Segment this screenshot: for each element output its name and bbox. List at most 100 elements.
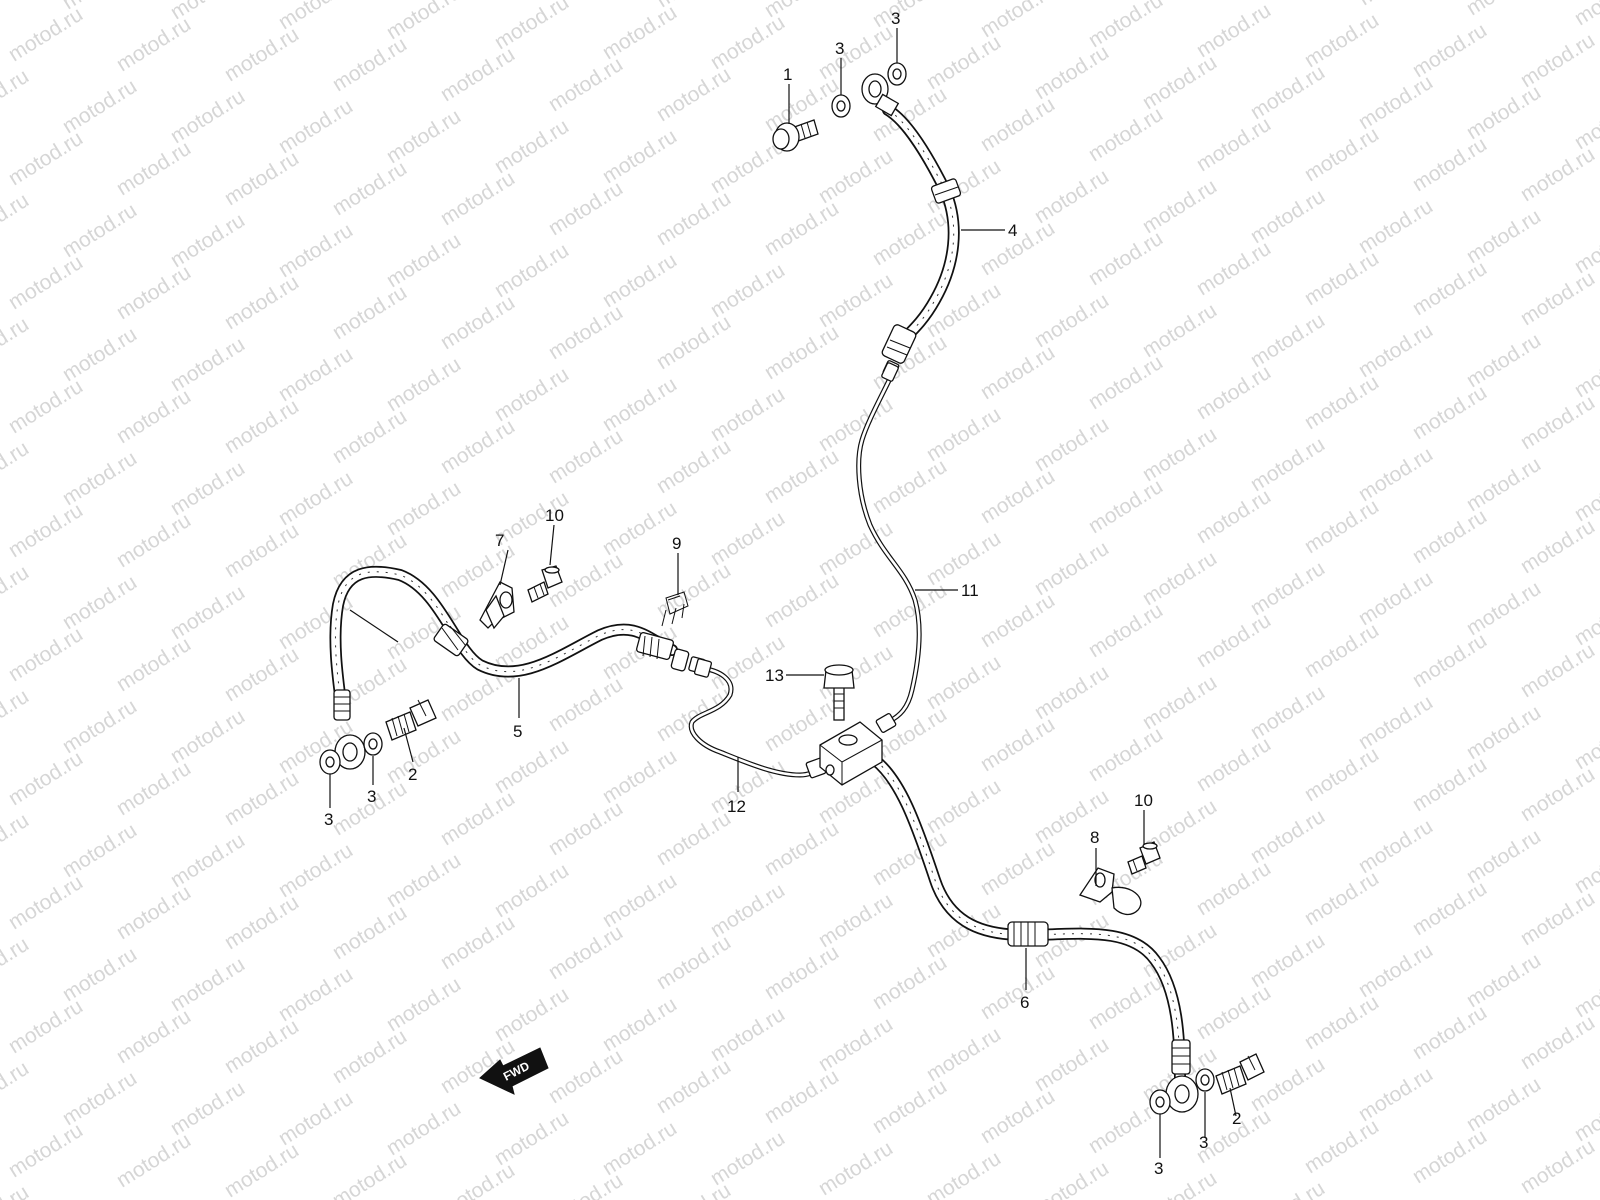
- watermark-text: motod.ru: [1300, 619, 1382, 682]
- watermark-text: motod.ru: [4, 127, 86, 190]
- watermark-text: motod.ru: [328, 901, 410, 964]
- callout-3f: 3: [1154, 1159, 1163, 1178]
- pipe-flare-nut-lower: [875, 713, 897, 733]
- watermark-text: motod.ru: [1516, 763, 1598, 826]
- watermark-text: motod.ru: [112, 757, 194, 820]
- brake-pipe-11: [856, 365, 922, 725]
- watermark-text: motod.ru: [0, 65, 33, 128]
- watermark-text: motod.ru: [544, 673, 626, 736]
- watermark-text: motod.ru: [868, 207, 950, 270]
- union-bolt-right: [1215, 1053, 1265, 1095]
- watermark-text: motod.ru: [1300, 123, 1382, 186]
- union-bolt-1: [772, 119, 819, 152]
- watermark-text: motod.ru: [760, 1065, 842, 1128]
- watermark-text: motod.ru: [328, 33, 410, 96]
- watermark-text: motod.ru: [4, 995, 86, 1058]
- leader-lines: [329, 28, 1237, 1158]
- watermark-text: motod.ru: [1516, 515, 1598, 578]
- pipe-12-flare-nut-left: [693, 658, 713, 678]
- watermark-text: motod.ru: [0, 1181, 33, 1200]
- callout-7: 7: [495, 531, 504, 550]
- watermark-text: motod.ru: [0, 1057, 33, 1120]
- callout-3a: 3: [835, 39, 844, 58]
- watermark-text: motod.ru: [328, 281, 410, 344]
- watermark-text: motod.ru: [220, 271, 302, 334]
- watermark-text: motod.ru: [112, 261, 194, 324]
- watermark-text: motod.ru: [1408, 1001, 1490, 1064]
- watermark-text: motod.ru: [814, 1137, 896, 1200]
- brake-pipe-12: [688, 665, 823, 778]
- banjo-fitting-upper: [861, 73, 900, 117]
- callout-4: 4: [1008, 221, 1017, 240]
- callout-1: 1: [783, 65, 792, 84]
- watermark-text: motod.ru: [112, 13, 194, 76]
- watermark-text: motod.ru: [976, 465, 1058, 528]
- watermark-text: motod.ru: [544, 177, 626, 240]
- watermark-text: motod.ru: [544, 301, 626, 364]
- callout-3c: 3: [367, 787, 376, 806]
- watermark-text: motod.ru: [1408, 877, 1490, 940]
- watermark-text: motod.ru: [652, 435, 734, 498]
- watermark-text: motod.ru: [652, 1179, 734, 1200]
- watermark-text: motod.ru: [0, 189, 33, 252]
- watermark-text: motod.ru: [1516, 391, 1598, 454]
- watermark-text: motod.ru: [1084, 103, 1166, 166]
- watermark-text: motod.ru: [1246, 1177, 1328, 1200]
- watermark-text: motod.ru: [0, 933, 33, 996]
- watermark-text: motod.ru: [1192, 981, 1274, 1044]
- hose-clamp-7: [479, 581, 515, 630]
- callout-8: 8: [1090, 828, 1099, 847]
- watermark-text: motod.ru: [436, 1159, 518, 1200]
- watermark-text: motod.ru: [868, 951, 950, 1014]
- callout-13: 13: [765, 666, 784, 685]
- callout-5: 5: [513, 722, 522, 741]
- watermark-text: motod.ru: [1084, 227, 1166, 290]
- joint-bolt-13: [823, 664, 855, 721]
- callout-6: 6: [1020, 993, 1029, 1012]
- callout-2a: 2: [408, 765, 417, 784]
- watermark-text: motod.ru: [328, 405, 410, 468]
- watermark-text: motod.ru: [4, 623, 86, 686]
- watermark-text: motod.ru: [652, 931, 734, 994]
- watermark-text: motod.ru: [4, 747, 86, 810]
- watermark-text: motod.ru: [0, 313, 33, 376]
- watermark-text: motod.ru: [1192, 361, 1274, 424]
- watermark-text: motod.ru: [1084, 599, 1166, 662]
- callout-3d: 3: [324, 810, 333, 829]
- watermark-text: motod.ru: [436, 291, 518, 354]
- watermark-text: motod.ru: [220, 891, 302, 954]
- watermark-text: motod.ru: [4, 871, 86, 934]
- watermark-text: motod.ru: [1408, 753, 1490, 816]
- watermark-text: motod.ru: [1084, 351, 1166, 414]
- banjo-fitting-left: [333, 689, 366, 770]
- watermark-text: motod.ru: [112, 137, 194, 200]
- watermark-text: motod.ru: [220, 519, 302, 582]
- washer-right-b: [1195, 1068, 1215, 1092]
- watermark-text: motod.ru: [1300, 495, 1382, 558]
- watermark-text: motod.ru: [544, 425, 626, 488]
- watermark-text: motod.ru: [868, 455, 950, 518]
- watermark-text: motod.ru: [4, 3, 86, 66]
- watermark-text: motod.ru: [220, 1015, 302, 1078]
- watermark-text: motod.ru: [1300, 991, 1382, 1054]
- watermark-text: motod.ru: [1408, 257, 1490, 320]
- watermark-text: motod.ru: [760, 197, 842, 260]
- watermark-text: motod.ru: [1516, 267, 1598, 330]
- watermark-text: motod.ru: [0, 685, 33, 748]
- callout-11: 11: [961, 581, 979, 600]
- watermark-text: motod.ru: [1516, 639, 1598, 702]
- watermark-text: motod.ru: [1354, 0, 1436, 10]
- watermark-text: motod.ru: [922, 1147, 1004, 1200]
- watermark-text: motod.ru: [1408, 133, 1490, 196]
- watermark-text: motod.ru: [1192, 609, 1274, 672]
- watermark-text: motod.ru: [976, 961, 1058, 1024]
- watermark-text: motod.ru: [1030, 1157, 1112, 1200]
- watermark-text: motod.ru: [1516, 887, 1598, 950]
- watermark-text: motod.ru: [112, 633, 194, 696]
- watermark-text: motod.ru: [220, 147, 302, 210]
- watermark-text: motod.ru: [436, 911, 518, 974]
- watermark-text: motod.ru: [220, 395, 302, 458]
- watermark-text: motod.ru: [1462, 0, 1544, 20]
- callout-12: 12: [727, 797, 746, 816]
- watermark-text: motod.ru: [4, 499, 86, 562]
